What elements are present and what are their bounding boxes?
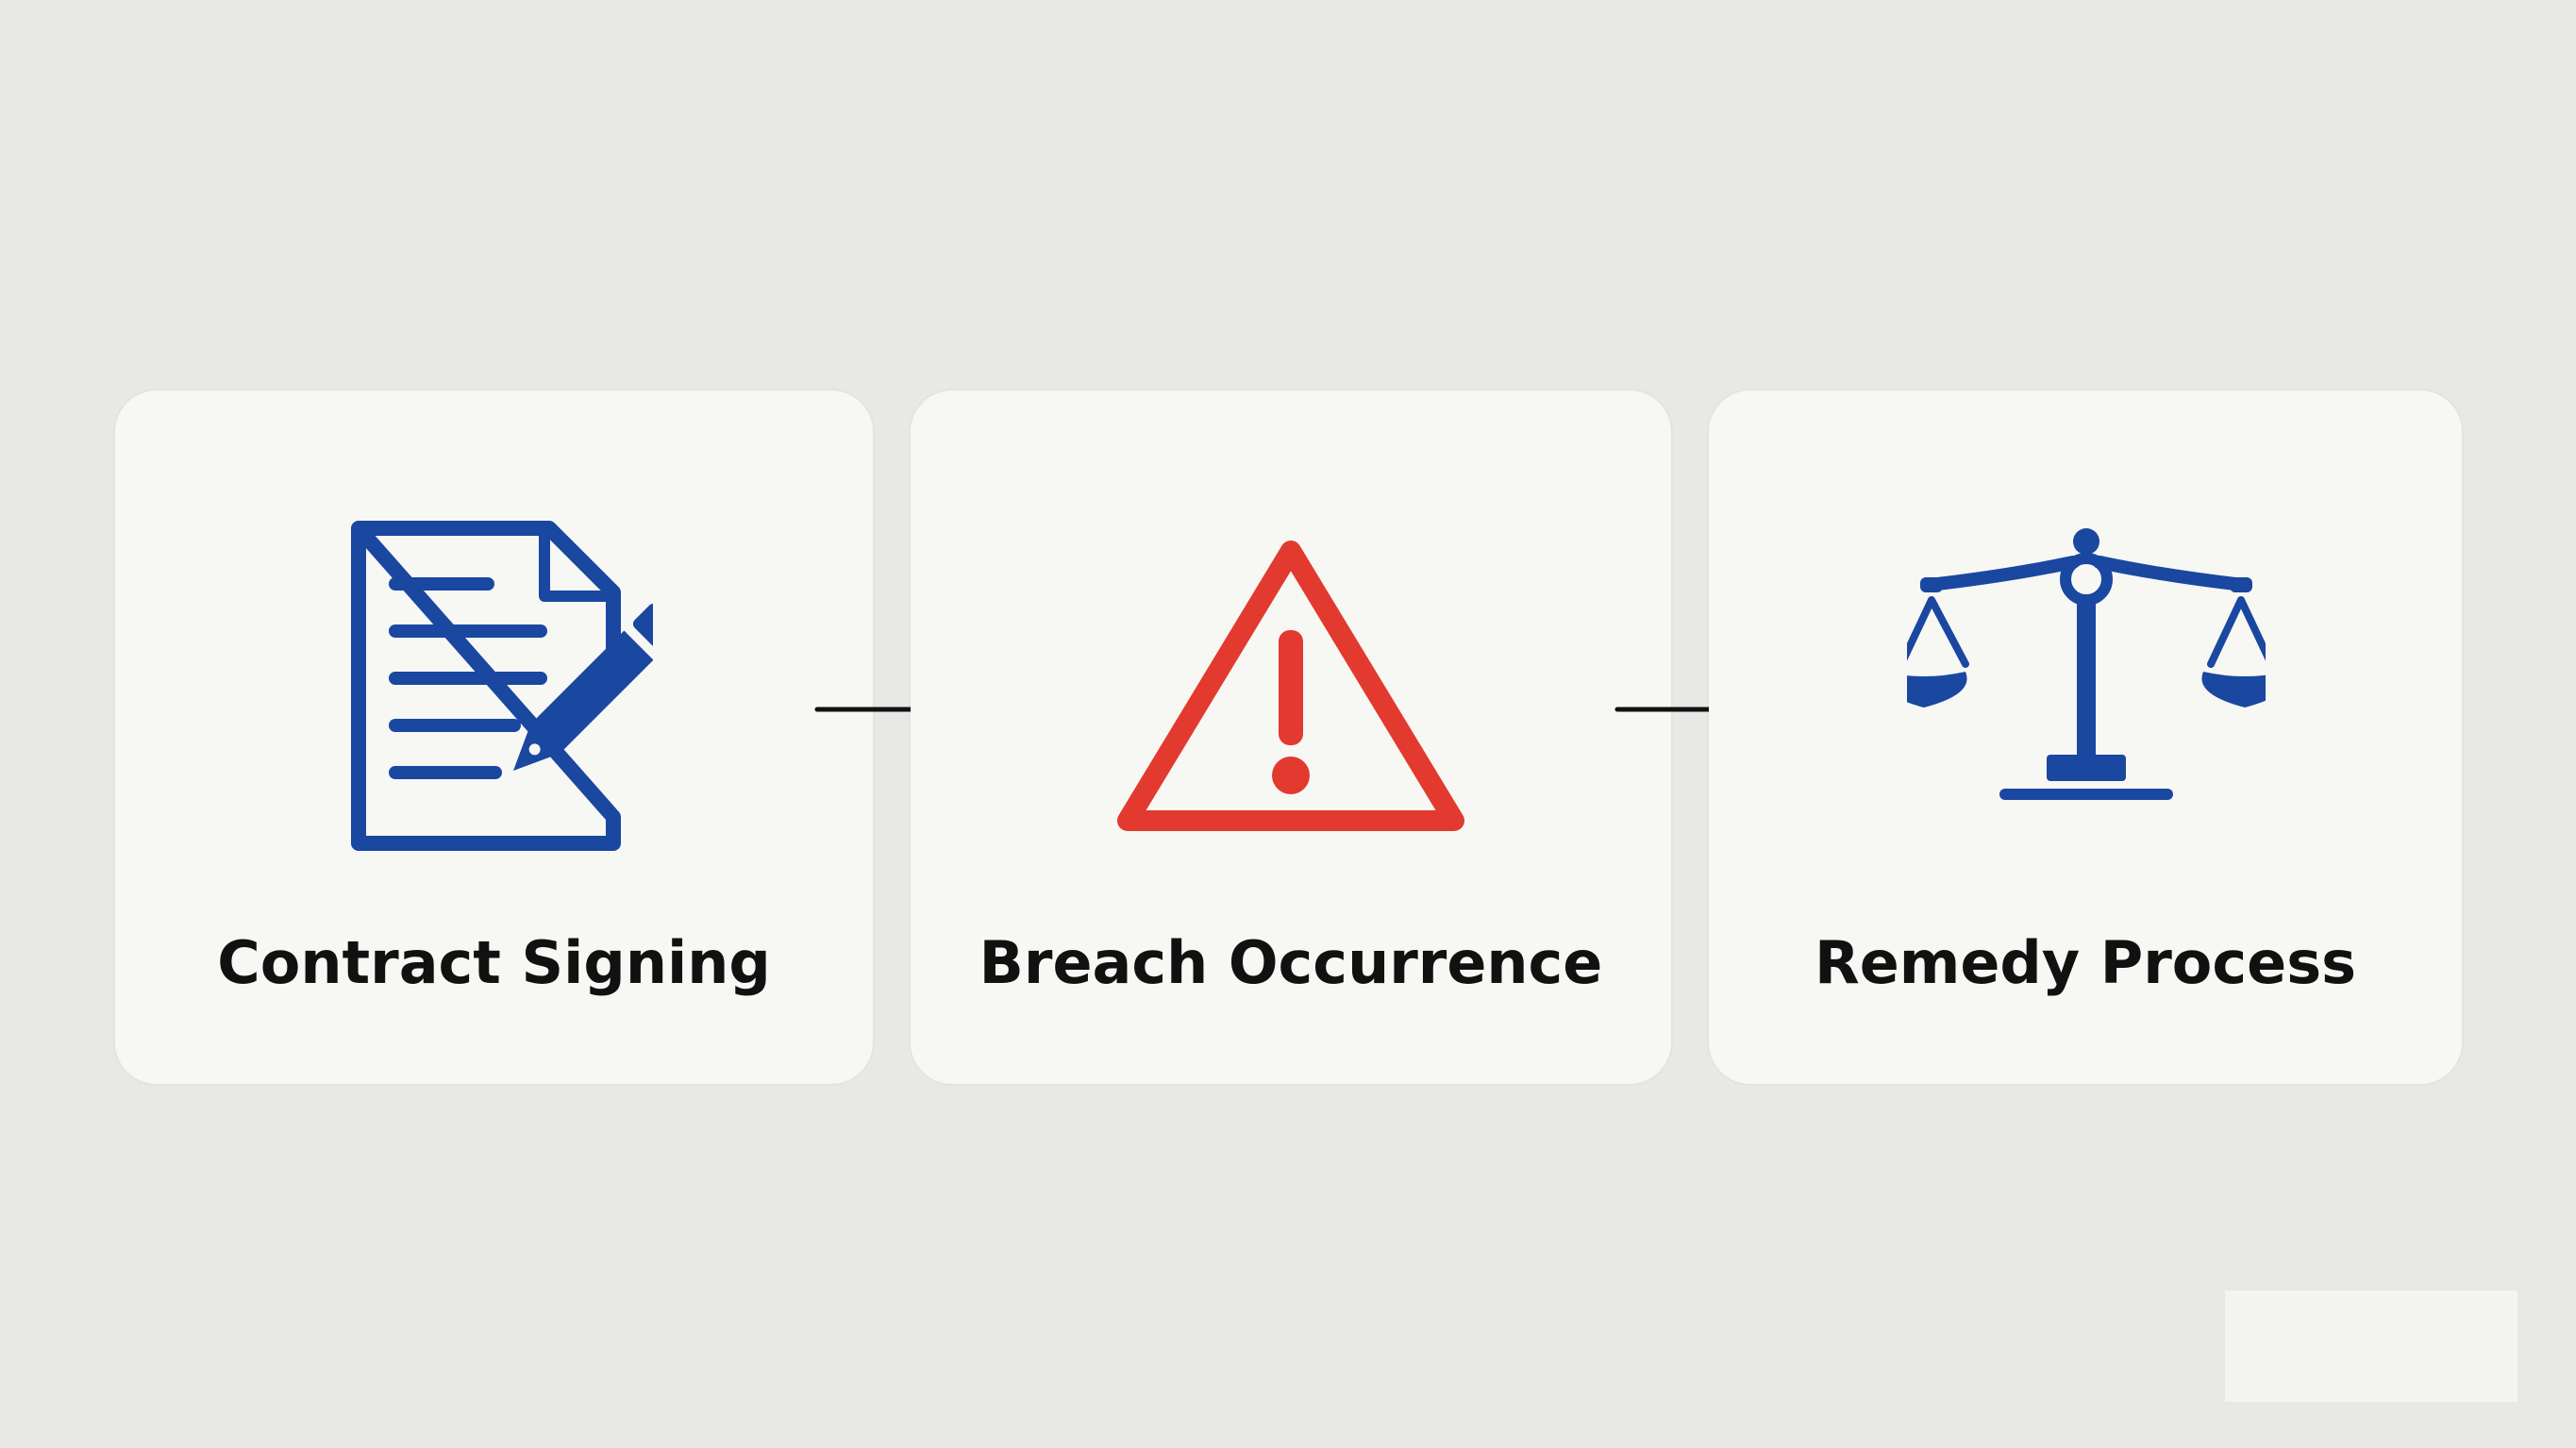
step-card-remedy-process: Remedy Process — [1709, 391, 2462, 1084]
scales-of-justice-icon — [1907, 528, 2266, 800]
step-label: Remedy Process — [1814, 928, 2357, 997]
step-card-breach-occurrence: Breach Occurrence — [911, 391, 1671, 1084]
warning-triangle-icon — [1117, 541, 1464, 831]
step-card-contract-signing: Contract Signing — [115, 391, 873, 1084]
step-label: Contract Signing — [217, 928, 771, 997]
step-label: Breach Occurrence — [979, 928, 1603, 997]
contract-signing-icon — [351, 521, 653, 851]
background-patch — [2225, 1290, 2517, 1402]
